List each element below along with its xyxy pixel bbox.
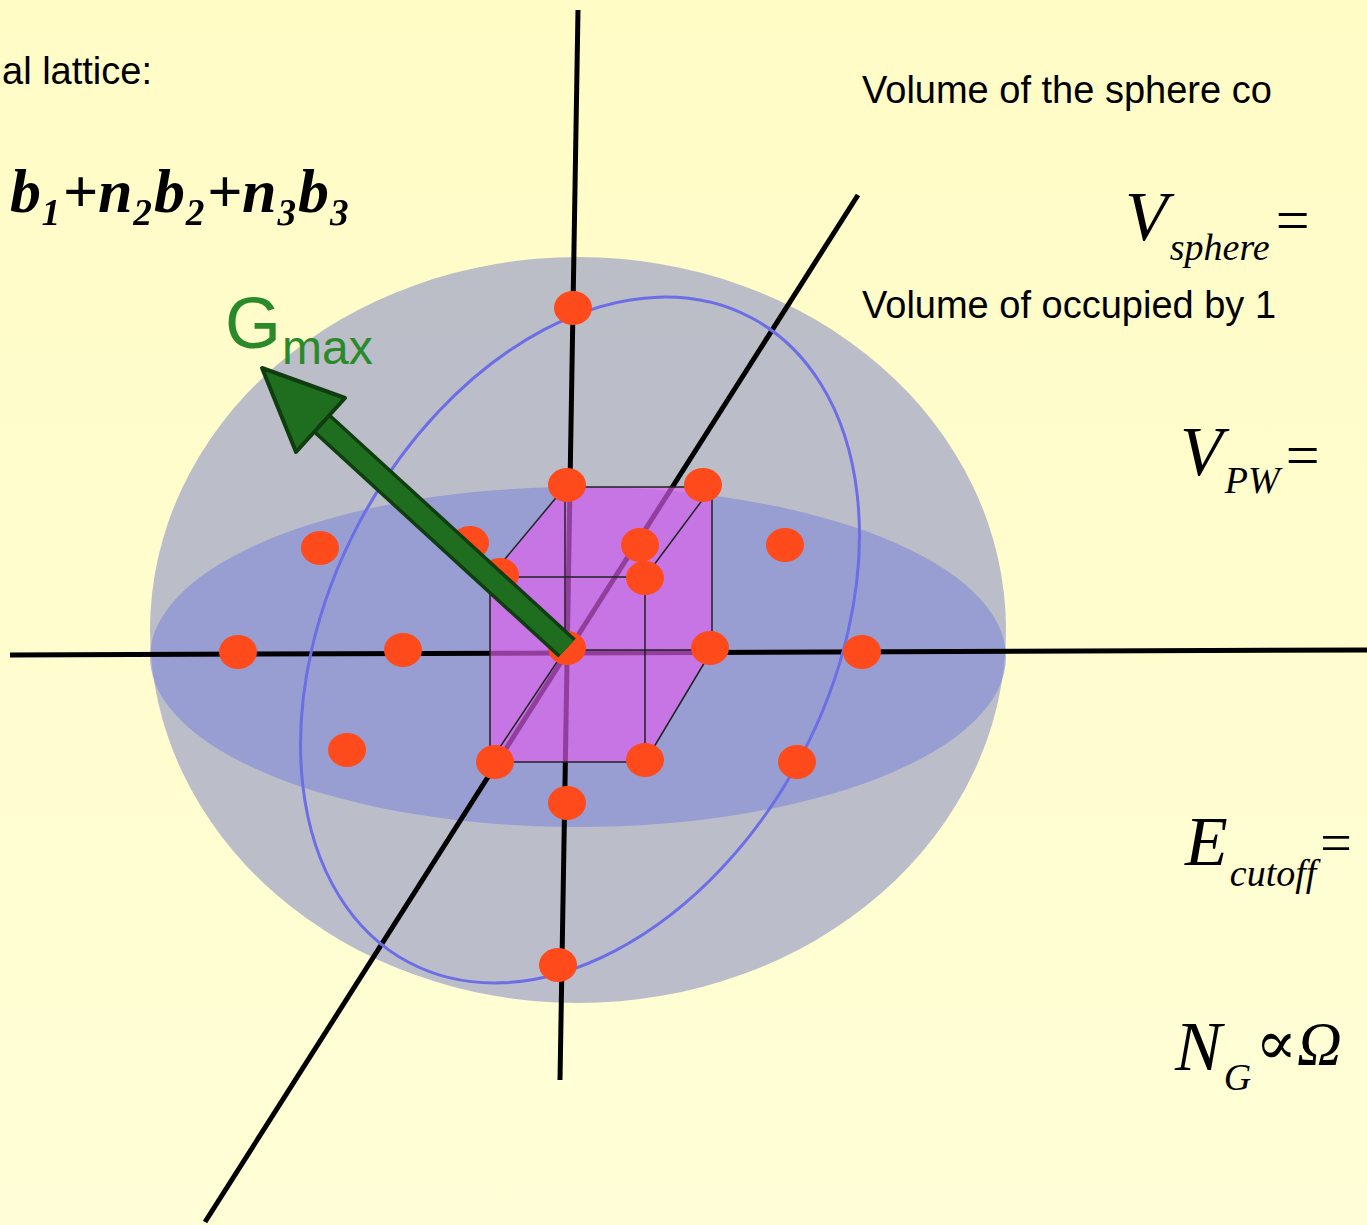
equals-sign: = [1320, 815, 1352, 871]
equals-sign: = [1286, 425, 1320, 485]
formula-symbol: ∝Ω [1255, 1012, 1342, 1074]
note-text: Volume of the sphere co [862, 71, 1272, 109]
cutoff-sphere [150, 257, 1006, 1003]
vector-label: G [225, 287, 281, 359]
formula-subscript: G [1224, 1058, 1251, 1096]
formula-symbol: V [1180, 417, 1223, 487]
gmax-arrow [262, 368, 567, 648]
axes [10, 10, 1367, 1222]
formula-subscript: PW [1225, 461, 1280, 499]
formula-subscript: cutoff [1230, 854, 1317, 892]
equatorial-disc [150, 487, 1006, 827]
formula-symbol: N [1175, 1012, 1222, 1082]
formula-symbol: V [1125, 182, 1168, 252]
lattice-vector-formula: b₁+n₂b₂+n₃b₃ [10, 160, 351, 222]
equals-sign: = [1276, 190, 1310, 250]
heading-fragment: al lattice: [2, 52, 152, 90]
note-text: Volume of occupied by 1 [862, 286, 1276, 324]
vector-subscript: max [282, 324, 373, 372]
great-circle [188, 200, 972, 1079]
lattice-points [219, 291, 881, 982]
formula-symbol: E [1185, 807, 1228, 877]
formula-subscript: sphere [1170, 228, 1270, 266]
